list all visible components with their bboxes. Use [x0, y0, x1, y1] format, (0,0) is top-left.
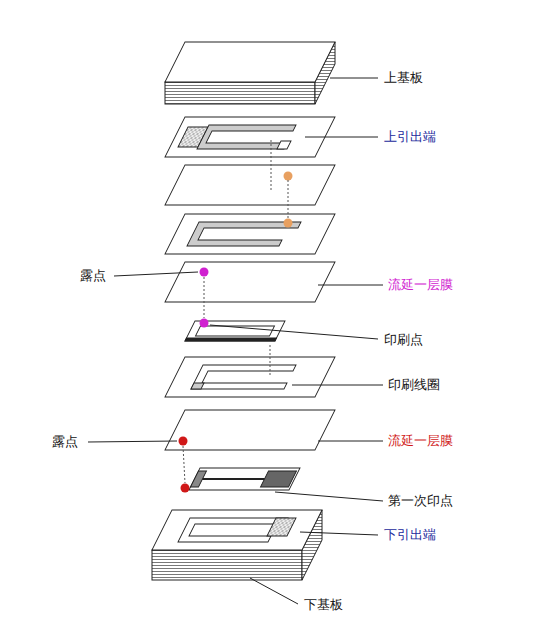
part-label: 下基板 — [302, 597, 345, 613]
via-guide — [183, 140, 288, 483]
part-label: 印刷线圈 — [386, 377, 442, 393]
film-layer — [165, 165, 335, 205]
printed-coil-layer — [165, 357, 335, 397]
part-label: 流延一层膜 — [386, 433, 455, 449]
part-label: 露点 — [78, 268, 108, 284]
cast-film-layer — [165, 262, 335, 302]
part-label: 印刷点 — [382, 332, 425, 348]
upper-substrate — [165, 42, 335, 104]
cast-film-layer — [165, 410, 335, 450]
part-label: 流延一层膜 — [386, 277, 455, 293]
coil-layer — [165, 214, 335, 254]
lower-substrate — [152, 510, 322, 580]
part-label: 露点 — [50, 434, 80, 450]
part-label: 上基板 — [382, 70, 425, 86]
part-label: 上引出端 — [382, 129, 438, 145]
part-label: 第一次印点 — [386, 493, 455, 509]
leader-line — [88, 78, 383, 604]
part-label: 下引出端 — [382, 527, 438, 543]
first-print-strip — [189, 468, 300, 490]
